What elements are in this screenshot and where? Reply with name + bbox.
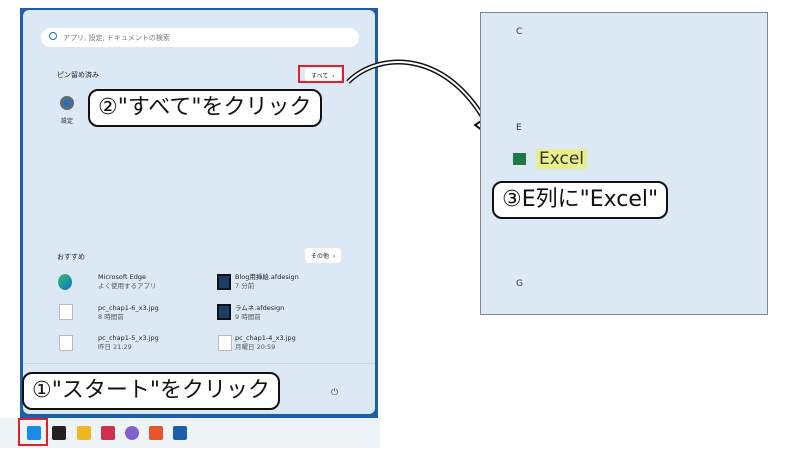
letter-header-g[interactable]: G [516, 279, 523, 289]
afdesign-icon [217, 274, 231, 290]
recommended-heading: おすすめ [57, 253, 85, 261]
file-explorer-icon[interactable] [77, 426, 91, 440]
image-file-icon [59, 335, 73, 351]
all-apps-button[interactable]: すべて › [305, 68, 341, 83]
start-button-icon[interactable] [27, 426, 41, 440]
excel-app-item[interactable]: Excel [536, 149, 588, 169]
taskbar [0, 418, 380, 448]
task-view-icon[interactable] [52, 426, 66, 440]
callout-step3: ③E列に"Excel" [492, 181, 669, 219]
letter-header-e[interactable]: E [516, 123, 522, 133]
excel-icon [513, 153, 526, 165]
more-button[interactable]: その他 › [305, 248, 342, 263]
affinity-designer-icon[interactable] [173, 426, 187, 440]
callout-step2: ②"すべて"をクリック [88, 89, 322, 127]
app-icon[interactable] [101, 426, 115, 440]
edge-icon [58, 274, 72, 290]
pinned-item-settings[interactable]: 設定 [61, 118, 74, 125]
letter-header-c[interactable]: C [516, 27, 523, 37]
search-input[interactable]: アプリ, 設定, ドキュメントの検索 [41, 28, 359, 47]
brave-icon[interactable] [149, 426, 163, 440]
search-icon [49, 32, 57, 40]
callout-step1: ①"スタート"をクリック [22, 372, 280, 410]
highlight-all-button [298, 65, 344, 83]
divider [23, 363, 375, 364]
app-icon[interactable] [125, 426, 139, 440]
image-file-icon [59, 304, 73, 320]
pinned-heading: ピン留め済み [57, 71, 99, 79]
power-icon[interactable]: ⏻ [331, 388, 339, 398]
arrow [346, 59, 500, 145]
afdesign-icon [217, 304, 231, 320]
all-apps-list: C E Excel G [480, 12, 768, 315]
highlight-start-button [18, 418, 48, 446]
image-file-icon [218, 335, 232, 351]
settings-icon[interactable] [60, 96, 74, 110]
start-menu: アプリ, 設定, ドキュメントの検索 ピン留め済み すべて › 設定 おすすめ … [23, 10, 375, 414]
